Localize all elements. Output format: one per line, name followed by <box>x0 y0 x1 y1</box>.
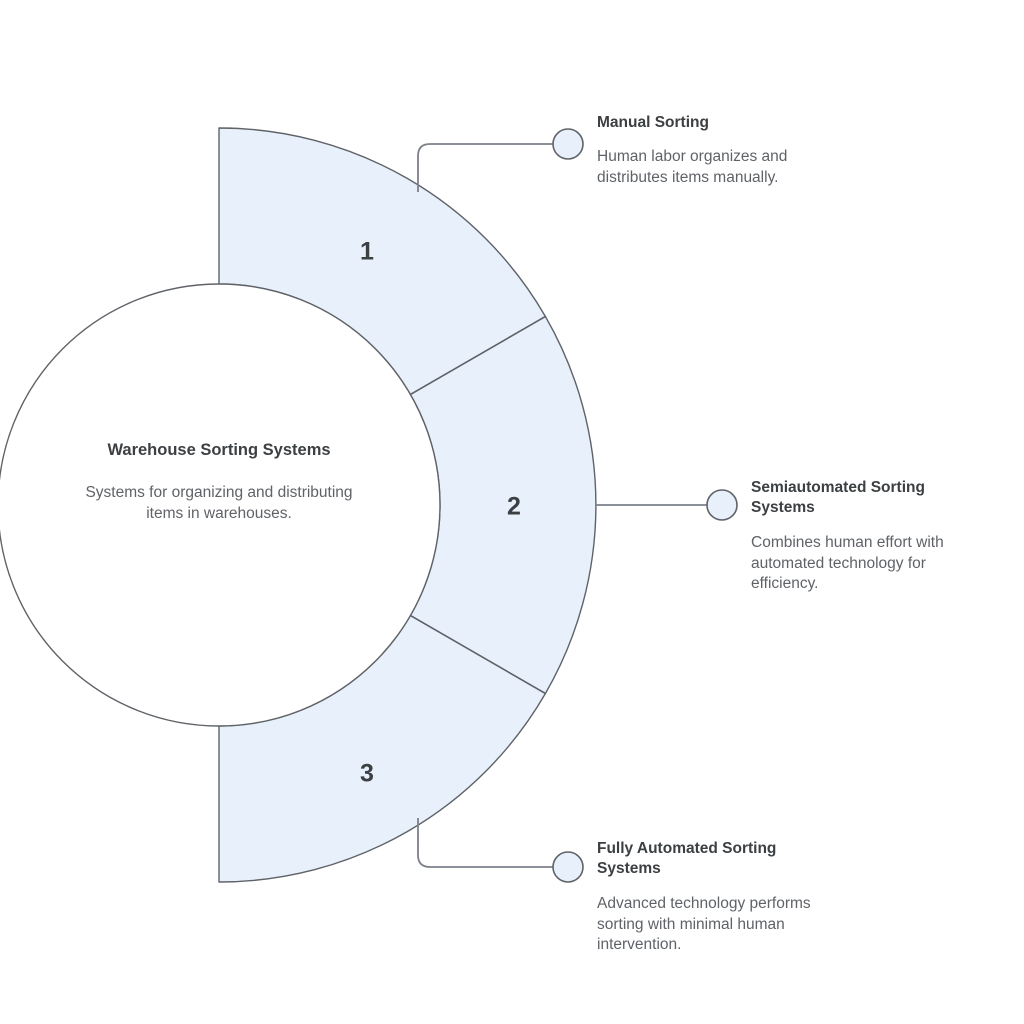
segment-number-3: 3 <box>359 759 375 788</box>
label-description-3: Advanced technology performs sorting wit… <box>597 894 811 954</box>
divider-segment-1-2 <box>410 315 546 396</box>
center-description: Systems for organizing and distributing … <box>85 484 353 522</box>
segment-number-1: 1 <box>359 237 375 266</box>
connector-line-3 <box>417 818 553 868</box>
marker-dot-2[interactable] <box>706 489 738 521</box>
label-description-2: Combines human effort with automated tec… <box>751 533 944 593</box>
segment-number-2: 2 <box>506 492 522 521</box>
inner-circle <box>0 283 441 727</box>
label-title-3: Fully Automated Sorting Systems <box>597 840 777 878</box>
label-description-1: Human labor organizes and distributes it… <box>597 148 788 187</box>
label-block-1: Manual Sorting Human labor organizes and… <box>597 113 827 189</box>
marker-dot-3[interactable] <box>552 851 584 883</box>
label-block-2: Semiautomated Sorting Systems Combines h… <box>751 478 976 595</box>
label-block-3: Fully Automated Sorting Systems Advanced… <box>597 839 812 956</box>
center-title: Warehouse Sorting Systems <box>107 441 331 459</box>
label-title-2: Semiautomated Sorting Systems <box>751 479 925 517</box>
center-hub: Warehouse Sorting Systems Systems for or… <box>84 440 354 524</box>
marker-dot-1[interactable] <box>552 128 584 160</box>
label-title-1: Manual Sorting <box>597 114 709 131</box>
divider-segment-2-3 <box>410 614 546 695</box>
connector-line-1 <box>417 143 553 192</box>
